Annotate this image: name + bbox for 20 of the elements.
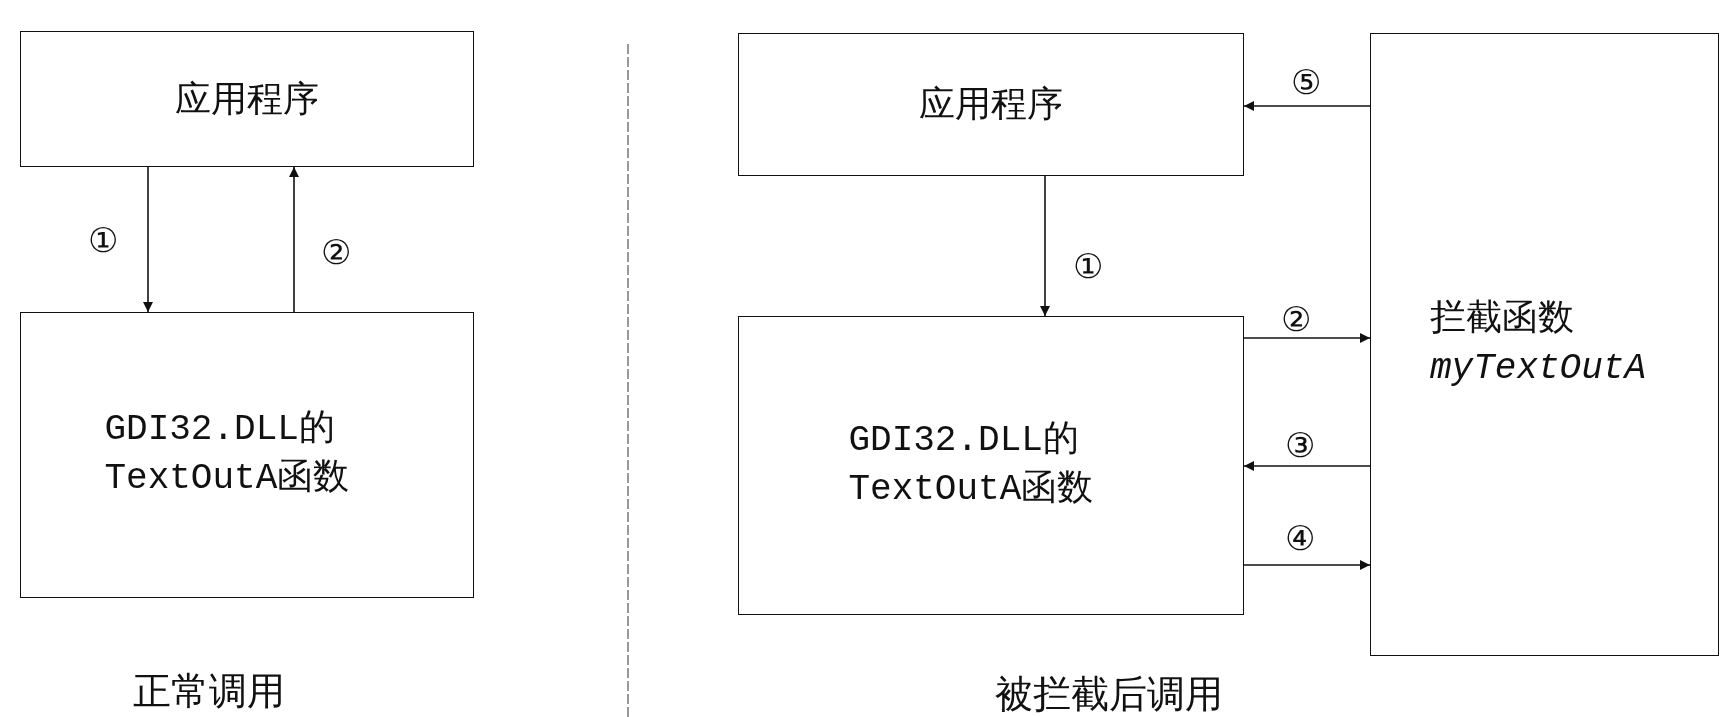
process-box bbox=[738, 316, 1244, 615]
box-text: GDI32.DLL的TextOutA函数 bbox=[848, 418, 1095, 512]
caption: 正常调用 bbox=[133, 667, 285, 715]
box-text: 应用程序 bbox=[175, 76, 319, 121]
arrow bbox=[143, 166, 153, 313]
box-text: myTextOutA bbox=[1430, 346, 1648, 391]
arrow bbox=[1243, 333, 1371, 343]
arrow bbox=[1243, 560, 1371, 570]
process-box bbox=[738, 33, 1244, 176]
process-box bbox=[20, 312, 474, 598]
arrow bbox=[1243, 461, 1371, 471]
arrow bbox=[1243, 101, 1371, 111]
arrow bbox=[289, 166, 299, 313]
process-box bbox=[20, 31, 474, 167]
box-text: GDI32.DLL的TextOutA函数 bbox=[104, 408, 351, 501]
box-text: 拦截函数 bbox=[1430, 297, 1575, 342]
process-box bbox=[1370, 33, 1719, 656]
caption: 被拦截后调用 bbox=[995, 670, 1223, 717]
arrow bbox=[1040, 175, 1050, 317]
box-text: 应用程序 bbox=[919, 82, 1063, 127]
